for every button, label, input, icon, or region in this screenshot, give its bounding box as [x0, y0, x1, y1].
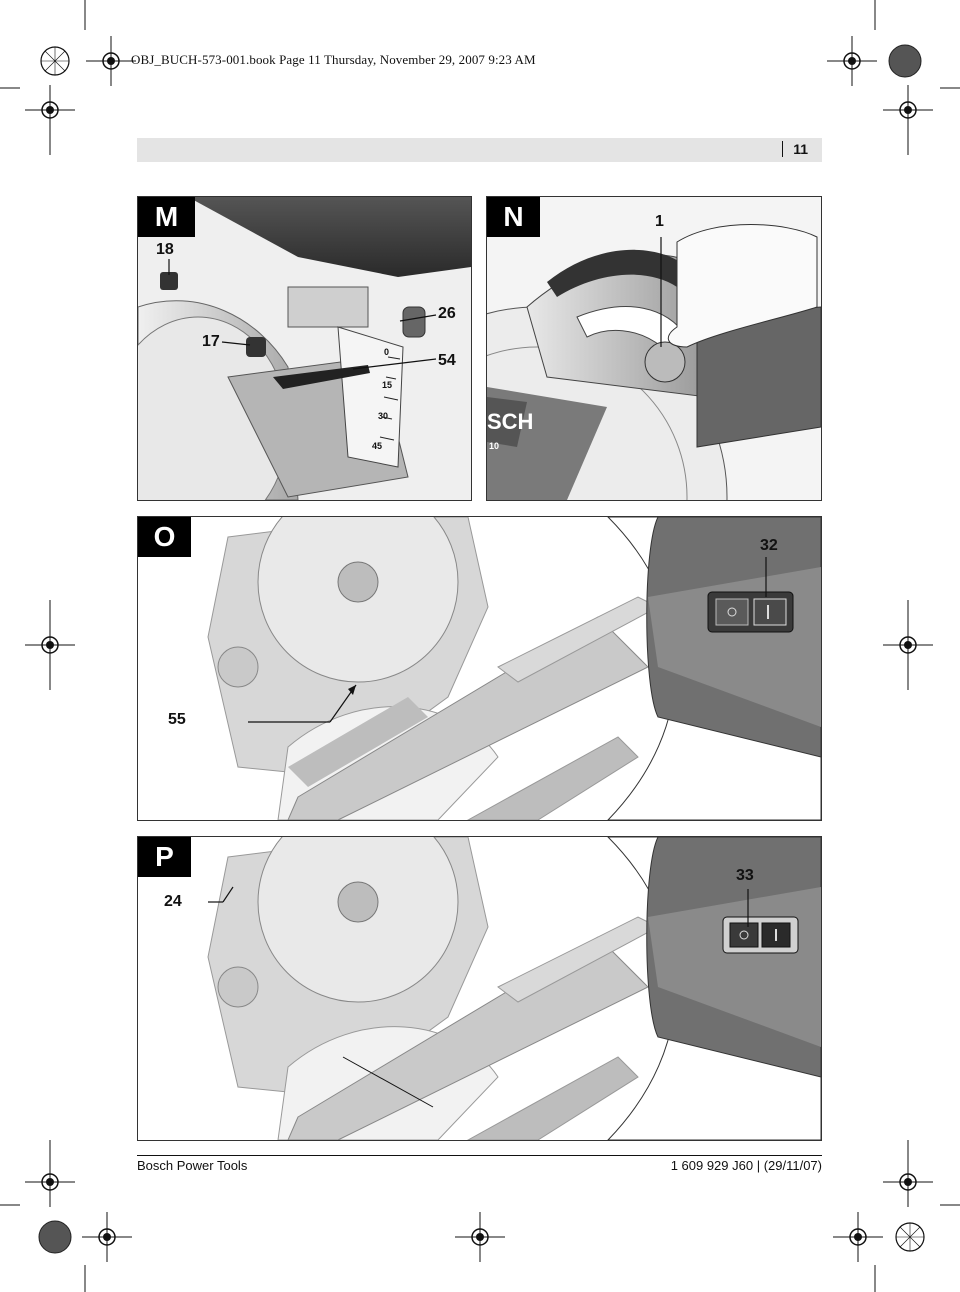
crosshair-icon [827, 36, 877, 86]
footer-document-code: 1 609 929 J60 | (29/11/07) [670, 1158, 822, 1173]
registration-mark-icon [40, 46, 70, 76]
saw-bevel-illustration [138, 197, 471, 500]
gray-registration-disc-icon [38, 1220, 72, 1254]
figure-panel-n: N SCH 10 1 [486, 196, 822, 501]
figure-panel-m: M 0 15 30 45 18 17 26 54 [137, 196, 472, 501]
model-fragment: 10 [489, 441, 499, 451]
figure-panel-o: O 55 32 [137, 516, 822, 821]
page-number: 11 [782, 141, 808, 157]
footer-rule [137, 1155, 822, 1156]
brand-fragment: SCH [487, 409, 533, 434]
callout-label: 55 [168, 711, 186, 728]
crosshair-icon [833, 1212, 883, 1262]
miter-saw-on-illustration [138, 837, 821, 1140]
callout-label: 54 [438, 352, 456, 369]
callout-label: 18 [156, 241, 174, 258]
crosshair-icon [883, 620, 933, 670]
scale-mark: 30 [378, 411, 388, 421]
panel-tag: N [487, 197, 540, 237]
callout-label: 1 [655, 213, 664, 230]
footer-publisher: Bosch Power Tools [137, 1158, 248, 1173]
scale-label-layer: 0 15 30 45 [168, 259, 437, 451]
figure-panel-p: P 24 33 [137, 836, 822, 1141]
callout-label: 26 [438, 305, 456, 322]
callout-label: 33 [736, 867, 754, 884]
panel-tag: P [138, 837, 191, 877]
scale-mark: 45 [372, 441, 382, 451]
page-header-bar: 11 [137, 138, 822, 162]
scale-mark: 15 [382, 380, 392, 390]
crosshair-icon [883, 85, 933, 135]
crosshair-icon [82, 1212, 132, 1262]
miter-saw-off-illustration [138, 517, 821, 820]
saw-handle-illustration [487, 197, 821, 500]
scale-mark: 0 [384, 347, 389, 357]
panel-tag: M [138, 197, 195, 237]
registration-mark-icon [895, 1222, 925, 1252]
print-header: OBJ_BUCH-573-001.book Page 11 Thursday, … [131, 52, 536, 67]
callout-label: 17 [202, 333, 220, 350]
gray-registration-disc-icon [888, 44, 922, 78]
callout-label: 32 [760, 537, 778, 554]
panel-tag: O [138, 517, 191, 557]
callout-label: 24 [164, 893, 182, 910]
crosshair-icon [455, 1212, 505, 1262]
crosshair-icon [25, 1157, 75, 1207]
crosshair-icon [25, 620, 75, 670]
crosshair-icon [86, 36, 136, 86]
crosshair-icon [25, 85, 75, 135]
saw-handle-label-layer: SCH 10 [487, 237, 662, 451]
crosshair-icon [883, 1157, 933, 1207]
